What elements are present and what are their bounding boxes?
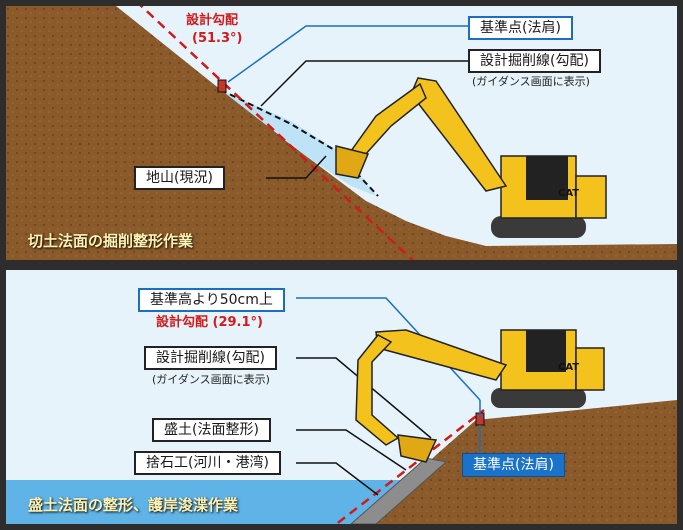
- design-line-label: 設計掘削線(勾配): [144, 346, 277, 370]
- boom: [410, 77, 508, 192]
- riprap-stones: [350, 457, 448, 524]
- riprap-label: 捨石工(河川・港湾): [134, 451, 281, 475]
- design-slope-value: (51.3°): [192, 31, 243, 46]
- bucket: [335, 145, 370, 179]
- design-line-label: 設計掘削線(勾配): [468, 49, 601, 73]
- design-slope-line: [334, 409, 485, 524]
- guidance-note: (ガイダンス画面に表示): [472, 75, 590, 88]
- bucket: [397, 434, 438, 463]
- ground-leader: [266, 155, 327, 179]
- cab-window: [526, 156, 568, 200]
- counterweight: [575, 347, 605, 391]
- design-line-leader: [296, 357, 432, 439]
- track: [491, 216, 586, 238]
- design-line-leader: [260, 60, 468, 107]
- design-slope-line: [139, 6, 415, 260]
- fill-label: 盛土(法面整形): [152, 418, 271, 442]
- height-label: 基準高より50cm上: [138, 288, 285, 312]
- brand-mark: CAT: [558, 362, 579, 373]
- panel-caption: 切土法面の掘削整形作業: [28, 232, 194, 250]
- cab-window: [526, 330, 566, 372]
- reference-point-marker: [217, 79, 227, 93]
- panel-caption: 盛土法面の整形、護岸浚渫作業: [28, 496, 239, 514]
- design-slope-label: 設計勾配 (29.1°): [156, 315, 263, 330]
- reference-point-label: 基準点(法肩): [468, 16, 573, 40]
- cut-slope-panel: CAT 設計勾配 (51.3°) 基準点(法肩) 設計掘削線(勾配) (ガイダン…: [6, 6, 677, 260]
- cut-slope-illustration: CAT: [6, 6, 677, 260]
- reference-point-leader: [227, 25, 468, 83]
- reference-point-label: 基準点(法肩): [462, 453, 565, 477]
- ground-label: 地山(現況): [134, 166, 225, 190]
- excavator-1: CAT: [335, 77, 607, 238]
- design-slope-label: 設計勾配: [186, 13, 239, 28]
- excavator-2: CAT: [355, 329, 605, 463]
- track: [491, 388, 586, 408]
- fill-slope-panel: CAT 基準高より50cm上 設計勾配 (29.1°) 設計掘削線(勾配) (ガ…: [6, 270, 677, 524]
- guidance-note: (ガイダンス画面に表示): [152, 373, 270, 386]
- counterweight: [575, 175, 607, 219]
- riprap-leader: [296, 462, 379, 496]
- fill-leader: [296, 429, 407, 471]
- fill-slope-illustration: CAT: [6, 270, 677, 524]
- brand-mark: CAT: [558, 188, 579, 199]
